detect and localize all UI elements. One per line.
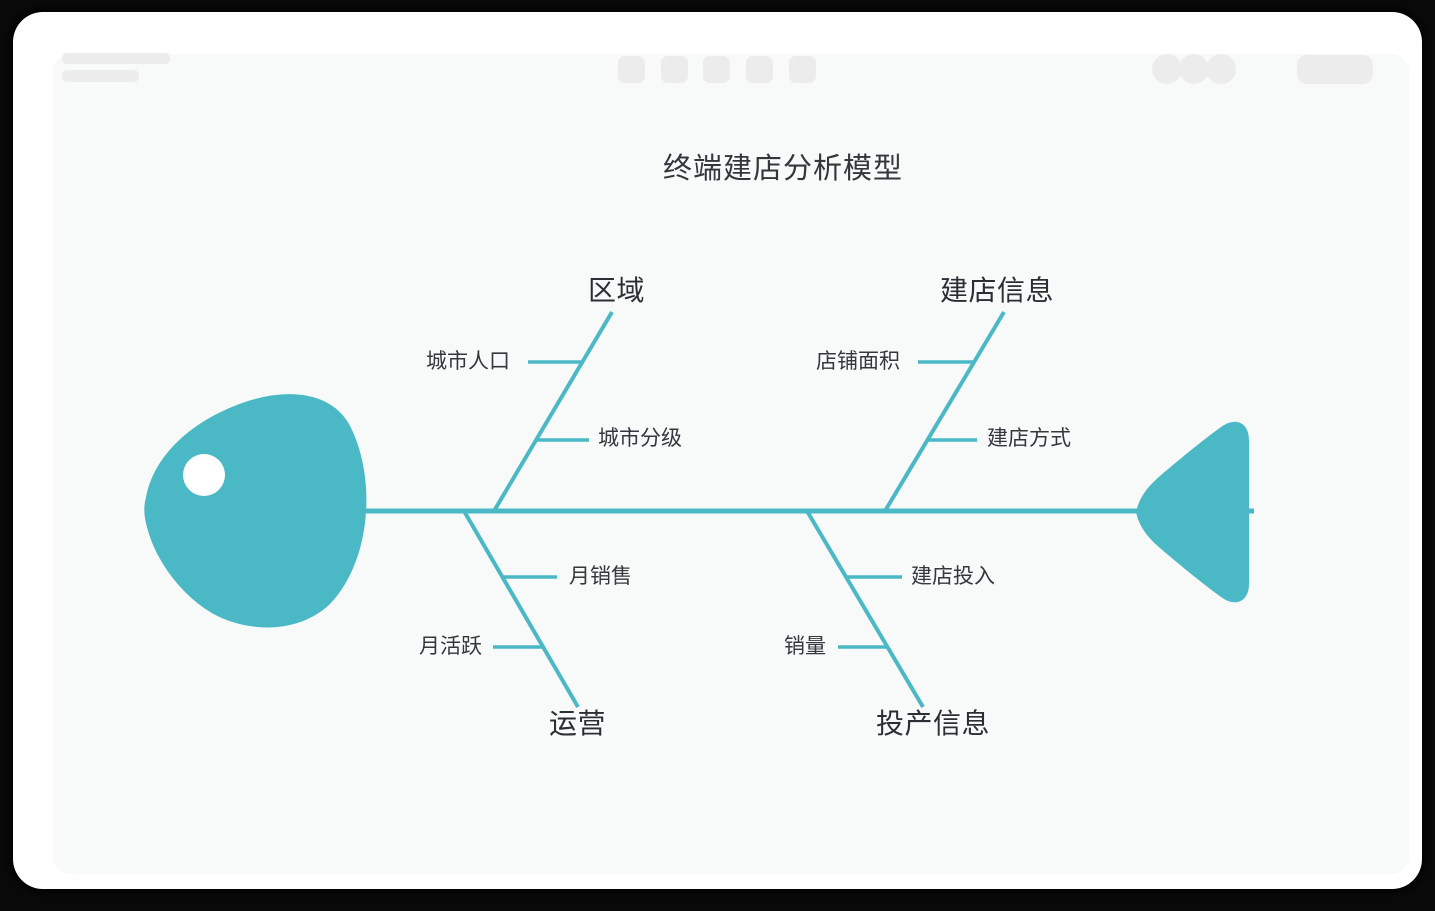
logo-bar-placeholder [62, 70, 139, 82]
toolbar-tab-button[interactable] [789, 56, 816, 83]
item-label[interactable]: 建店方式 [987, 427, 1071, 450]
diagram-title[interactable]: 终端建店分析模型 [663, 153, 904, 185]
branch-label-top-left[interactable]: 区域 [588, 275, 646, 306]
toolbar-tab-button[interactable] [746, 56, 773, 83]
avatar[interactable] [1152, 54, 1182, 84]
item-label[interactable]: 月销售 [569, 565, 632, 588]
browser-card [13, 12, 1422, 889]
item-label[interactable]: 月活跃 [419, 635, 482, 658]
toolbar-tab-button[interactable] [661, 56, 688, 83]
item-label[interactable]: 销量 [784, 635, 826, 658]
avatar[interactable] [1179, 54, 1209, 84]
item-label[interactable]: 城市分级 [598, 427, 682, 450]
avatar[interactable] [1206, 54, 1236, 84]
item-label[interactable]: 城市人口 [426, 350, 510, 373]
toolbar-tab-button[interactable] [618, 56, 645, 83]
toolbar-tab-button[interactable] [703, 56, 730, 83]
item-label[interactable]: 店铺面积 [816, 350, 900, 373]
logo-bar-placeholder [62, 53, 170, 64]
action-button-placeholder[interactable] [1297, 55, 1373, 84]
branch-label-bottom-right[interactable]: 投产信息 [876, 708, 991, 739]
item-label[interactable]: 建店投入 [911, 565, 995, 588]
branch-label-bottom-left[interactable]: 运营 [549, 708, 607, 739]
branch-label-top-right[interactable]: 建店信息 [940, 275, 1055, 306]
